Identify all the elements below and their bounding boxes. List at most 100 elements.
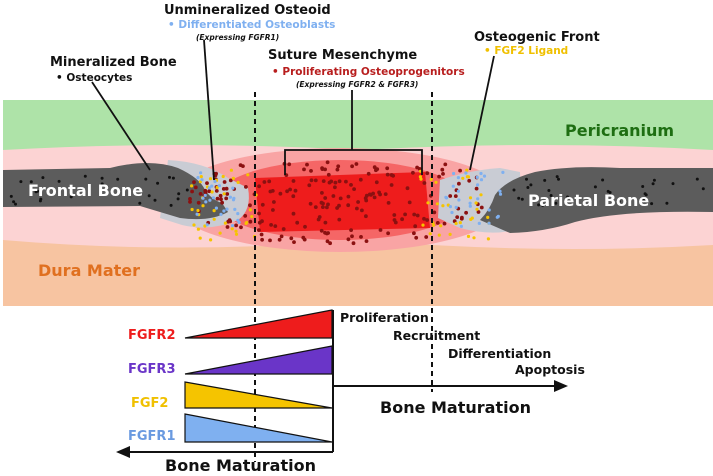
- fgf2-dot: [196, 227, 200, 231]
- osteoblast-dot: [487, 208, 491, 212]
- osteocyte-dot: [29, 180, 33, 184]
- progenitor-dot: [422, 181, 427, 185]
- fgf2-dot: [437, 233, 441, 237]
- progenitor-dot: [366, 171, 371, 176]
- osteocyte-dot: [650, 202, 654, 206]
- fgf2-dot: [465, 168, 469, 172]
- osteoblast-dot: [211, 196, 215, 200]
- osteoblast-dot: [213, 179, 217, 184]
- progenitor-dot: [309, 169, 313, 173]
- progenitor-dot: [337, 217, 342, 222]
- osteocyte-dot: [512, 188, 516, 192]
- progenitor-dot: [358, 177, 363, 182]
- progenitor-dot: [270, 189, 275, 193]
- progenitor-dot: [367, 192, 372, 197]
- progenitor-dot: [414, 235, 419, 240]
- osteoblast-dot: [496, 214, 500, 218]
- progenitor-dot: [303, 224, 307, 229]
- front-sub: • FGF2 Ligand: [484, 45, 568, 57]
- osteoblast-dot: [203, 193, 207, 197]
- fgf2-dot: [419, 177, 423, 181]
- osteoblast-dot: [228, 195, 232, 199]
- osteocyte-dot: [543, 178, 547, 182]
- osteocyte-dot: [12, 200, 16, 204]
- fgf2-dot: [434, 180, 438, 184]
- progenitor-dot: [323, 230, 327, 235]
- osteocyte-dot: [555, 175, 559, 179]
- osteoblast-dot: [208, 198, 212, 202]
- progenitor-dot: [352, 187, 356, 192]
- fgf2-dot: [199, 175, 203, 179]
- progenitor-dot: [320, 167, 325, 172]
- progenitor-dot: [392, 213, 397, 217]
- osteoblast-dot: [487, 221, 491, 225]
- progenitor-dot: [412, 231, 416, 236]
- progenitor-dot: [407, 200, 412, 205]
- osteocyte-dot: [185, 188, 189, 192]
- osteoblast-dot: [459, 224, 463, 228]
- osteocyte-dot: [593, 185, 597, 189]
- progenitor-dot: [443, 162, 448, 167]
- progenitor-dot: [220, 200, 225, 205]
- progenitor-dot: [203, 188, 208, 193]
- mineralized-sub: • Osteocytes: [56, 72, 132, 84]
- progenitor-dot: [301, 235, 306, 240]
- osteocyte-dot: [517, 196, 521, 200]
- progenitor-dot: [391, 173, 395, 178]
- progenitor-dot: [415, 213, 420, 218]
- osteoblast-dot: [457, 198, 461, 202]
- progenitor-dot: [448, 194, 453, 198]
- fgf2-dot: [246, 173, 250, 177]
- osteoblast-dot: [501, 170, 505, 174]
- osteocyte-dot: [168, 175, 171, 179]
- osteocyte-dot: [554, 201, 558, 205]
- progenitor-dot: [364, 214, 368, 219]
- osteoblast-dot: [498, 192, 503, 196]
- progenitor-dot: [344, 179, 348, 184]
- osteocyte-dot: [643, 192, 647, 196]
- progenitor-dot: [425, 171, 430, 176]
- osteocyte-dot: [652, 178, 656, 182]
- progenitor-dot: [405, 186, 410, 191]
- osteocyte-dot: [147, 194, 151, 198]
- progenitor-dot: [214, 189, 219, 193]
- progenitor-dot: [337, 179, 342, 184]
- progenitor-dot: [464, 210, 468, 215]
- osteoblast-dot: [444, 195, 448, 199]
- osteoblast-dot: [482, 174, 487, 178]
- osteocyte-dot: [549, 194, 553, 197]
- progenitor-dot: [239, 225, 243, 230]
- progenitor-dot: [224, 186, 229, 191]
- osteocyte-dot: [601, 178, 605, 182]
- progenitor-dot: [386, 201, 391, 205]
- fgf2-dot: [208, 177, 213, 181]
- fgfr1-label: FGFR1: [128, 429, 176, 444]
- progenitor-dot: [244, 185, 248, 189]
- fgfr3-wedge: [184, 345, 333, 375]
- progenitor-dot: [325, 239, 330, 244]
- progenitor-dot: [378, 192, 382, 197]
- osteocyte-dot: [641, 185, 645, 188]
- osteoblast-dot: [222, 209, 226, 213]
- progenitor-dot: [437, 174, 441, 179]
- unmineralized-sub: • Differentiated Osteoblasts: [168, 19, 335, 31]
- progenitor-dot: [207, 189, 212, 194]
- osteocyte-dot: [116, 177, 120, 181]
- fgf2-dot: [468, 196, 473, 200]
- osteoblast-dot: [217, 184, 221, 188]
- process-recruitment: Recruitment: [393, 328, 480, 343]
- osteoblast-dot: [456, 176, 460, 180]
- progenitor-dot: [273, 224, 278, 229]
- osteoblast-dot: [477, 221, 481, 225]
- progenitor-dot: [262, 180, 267, 184]
- progenitor-dot: [383, 192, 388, 197]
- progenitor-dot: [287, 162, 292, 167]
- progenitor-dot: [289, 236, 294, 241]
- fgf2-dot: [458, 221, 462, 225]
- osteoblast-dot: [204, 200, 208, 204]
- progenitor-dot: [440, 167, 445, 172]
- progenitor-dot: [389, 183, 394, 187]
- progenitor-dot: [260, 219, 264, 224]
- osteoblast-dot: [476, 197, 480, 201]
- fgf2-dot: [461, 176, 465, 180]
